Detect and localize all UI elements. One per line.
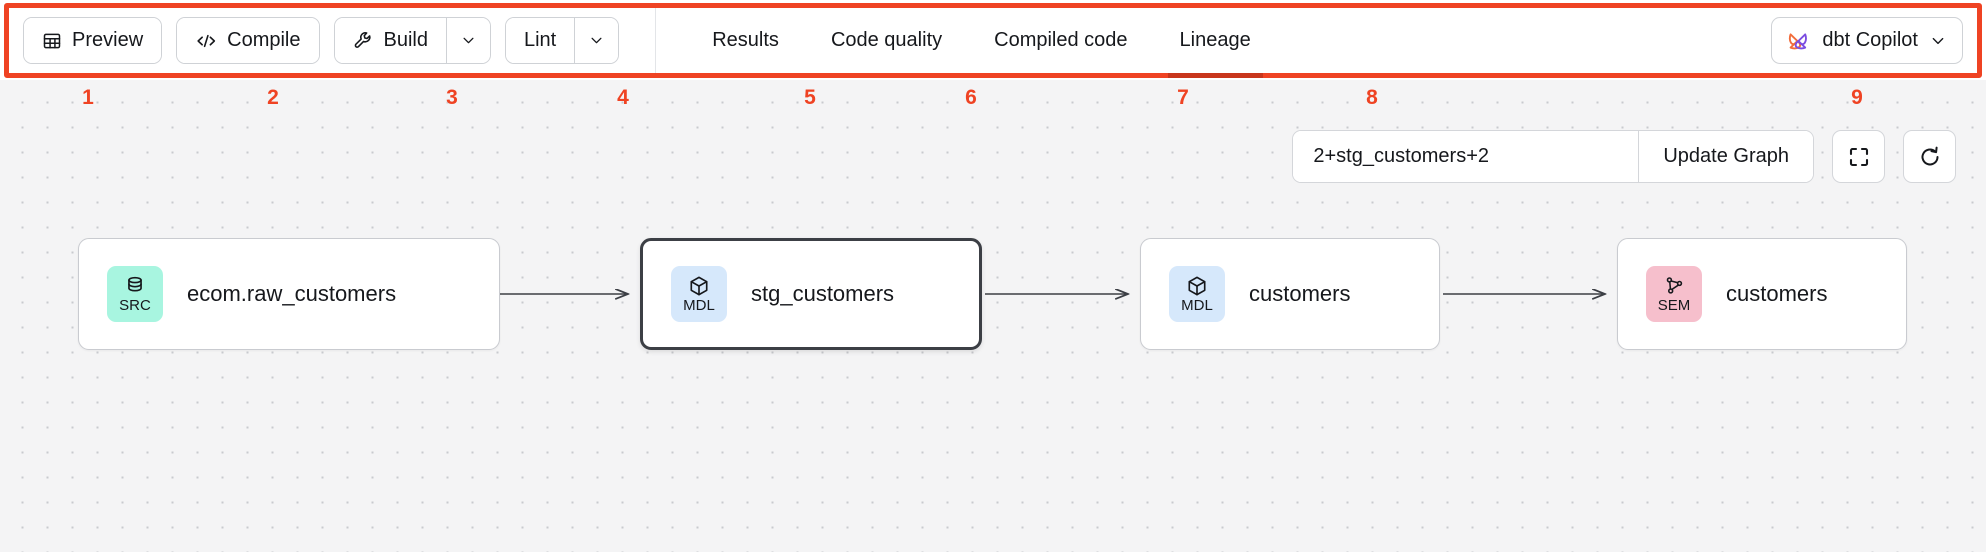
- dbt-copilot-button[interactable]: dbt Copilot: [1771, 17, 1963, 64]
- annotation-number-3: 3: [446, 86, 458, 109]
- annotation-number-5: 5: [804, 86, 816, 109]
- chevron-down-icon: [589, 33, 604, 48]
- preview-button[interactable]: Preview: [24, 18, 162, 63]
- preview-button-label: Preview: [72, 29, 144, 51]
- fit-to-screen-button[interactable]: [1832, 130, 1885, 183]
- lineage-canvas[interactable]: Update Graph: [0, 80, 1986, 552]
- table-icon: [42, 31, 62, 51]
- badge-label: SEM: [1657, 297, 1691, 314]
- build-button-label: Build: [383, 29, 428, 51]
- annotation-number-8: 8: [1366, 86, 1378, 109]
- database-icon: [124, 275, 146, 297]
- cube-icon: [688, 275, 710, 297]
- graph-selector-group: Update Graph: [1292, 130, 1814, 183]
- chevron-down-icon: [461, 33, 476, 48]
- build-button-group: Build: [333, 17, 491, 64]
- node-label: customers: [1726, 281, 1828, 306]
- fit-to-screen-icon: [1847, 145, 1871, 169]
- refresh-icon: [1918, 145, 1942, 169]
- annotation-number-9: 9: [1851, 86, 1863, 109]
- compile-button[interactable]: Compile: [177, 18, 319, 63]
- lineage-node-stg-customers[interactable]: MDL stg_customers: [640, 238, 982, 350]
- graph-selector-input[interactable]: [1293, 131, 1639, 182]
- tab-compiled-code[interactable]: Compiled code: [968, 8, 1153, 73]
- badge-label: SRC: [119, 297, 151, 314]
- wrench-icon: [353, 30, 374, 51]
- compile-button-group: Compile: [176, 17, 320, 64]
- node-label: ecom.raw_customers: [187, 281, 397, 306]
- dbt-copilot-label: dbt Copilot: [1822, 29, 1918, 51]
- annotation-number-2: 2: [267, 86, 279, 109]
- lint-dropdown-button[interactable]: [574, 18, 619, 63]
- compile-button-label: Compile: [227, 29, 301, 51]
- node-label: customers: [1249, 281, 1351, 306]
- lineage-node-customers-model[interactable]: MDL customers: [1140, 238, 1440, 350]
- lineage-node-customers-semantic[interactable]: SEM customers: [1617, 238, 1907, 350]
- lineage-node-source[interactable]: SRC ecom.raw_customers: [78, 238, 500, 350]
- dbt-copilot-icon: [1786, 29, 1810, 53]
- annotation-number-1: 1: [82, 86, 94, 109]
- node-type-badge-src: SRC: [107, 266, 163, 322]
- node-type-badge-sem: SEM: [1646, 266, 1702, 322]
- cube-icon: [1186, 275, 1208, 297]
- semantic-graph-icon: [1663, 275, 1685, 297]
- annotation-number-4: 4: [617, 86, 629, 109]
- chevron-down-icon: [1930, 33, 1946, 49]
- tab-results[interactable]: Results: [686, 8, 805, 73]
- lint-button[interactable]: Lint: [505, 18, 575, 63]
- badge-label: MDL: [683, 297, 715, 314]
- lint-button-label: Lint: [523, 29, 557, 51]
- lint-button-group: Lint: [504, 17, 620, 64]
- annotation-number-7: 7: [1177, 86, 1189, 109]
- tab-code-quality[interactable]: Code quality: [805, 8, 968, 73]
- result-tabs: Results Code quality Compiled code Linea…: [655, 8, 1277, 78]
- update-graph-button[interactable]: Update Graph: [1638, 131, 1813, 182]
- preview-button-group: Preview: [23, 17, 163, 64]
- tab-lineage[interactable]: Lineage: [1154, 8, 1277, 78]
- editor-toolbar: Preview Compile: [9, 8, 1977, 78]
- toolbar-highlight-box: Preview Compile: [4, 3, 1982, 78]
- annotation-number-6: 6: [965, 86, 977, 109]
- build-dropdown-button[interactable]: [445, 18, 490, 63]
- refresh-graph-button[interactable]: [1903, 130, 1956, 183]
- node-type-badge-mdl: MDL: [1169, 266, 1225, 322]
- graph-controls: Update Graph: [1292, 130, 1956, 183]
- node-type-badge-mdl: MDL: [671, 266, 727, 322]
- node-label: stg_customers: [751, 281, 895, 306]
- code-icon: [195, 31, 217, 51]
- build-button[interactable]: Build: [334, 18, 446, 63]
- badge-label: MDL: [1181, 297, 1213, 314]
